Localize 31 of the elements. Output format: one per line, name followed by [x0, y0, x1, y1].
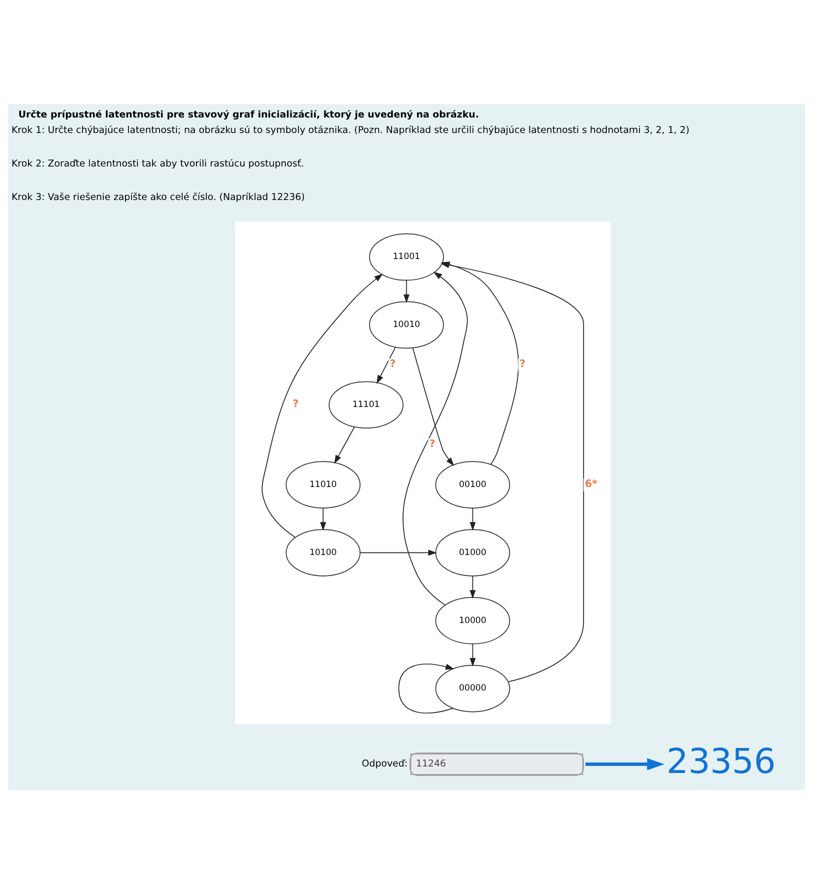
- arrow: [360, 549, 437, 556]
- arrow: [320, 507, 326, 530]
- edge-label: ?: [429, 438, 436, 450]
- edge-label: 6*: [584, 478, 598, 490]
- arrow: [398, 663, 454, 713]
- node-ellipse: 11010: [286, 460, 360, 508]
- arrow: [470, 507, 476, 530]
- arrow: [334, 426, 355, 464]
- node-ellipse: 10100: [286, 528, 360, 576]
- edge-label: ?: [520, 358, 526, 370]
- node-ellipse: 01000: [435, 528, 510, 576]
- diagram-title: Určte prípustné latentnosti pre stavový graf inicializácií, ktorý je uvedený na obrázku.: [18, 109, 479, 120]
- arrow: [402, 271, 468, 605]
- node-ellipse: 10000: [435, 596, 510, 644]
- node-ellipse: 10010: [369, 300, 444, 348]
- node-label: Odpoveď:: [362, 758, 408, 770]
- arrow: [262, 273, 383, 538]
- arrow: [470, 643, 476, 666]
- label: Krok 2: Zoraďte latentnosti tak aby tvorili rastúcu postupnosť.: [11, 158, 304, 170]
- edge-label: ?: [292, 398, 299, 410]
- node-ellipse: 00100: [435, 460, 510, 508]
- label: Krok 3: Vaše riešenie zapíšte ako celé číslo. (Napríklad 12236): [11, 192, 305, 203]
- arrow: [412, 347, 454, 466]
- label: Krok 1: Určte chýbajúce latentnosti; na obrázku sú to symboly otáznika. (Pozn. Napríklad ste určili chýbajúce latentnosti s hodnotami 3, 2, 1, 2): [11, 124, 690, 136]
- cluster: [235, 220, 611, 724]
- arrow: [470, 575, 476, 598]
- edge-label: ?: [390, 358, 396, 370]
- node-text: 23356: [666, 741, 776, 782]
- arrow: [403, 279, 410, 302]
- arrow: [586, 758, 664, 770]
- node-ellipse: 11101: [328, 380, 404, 428]
